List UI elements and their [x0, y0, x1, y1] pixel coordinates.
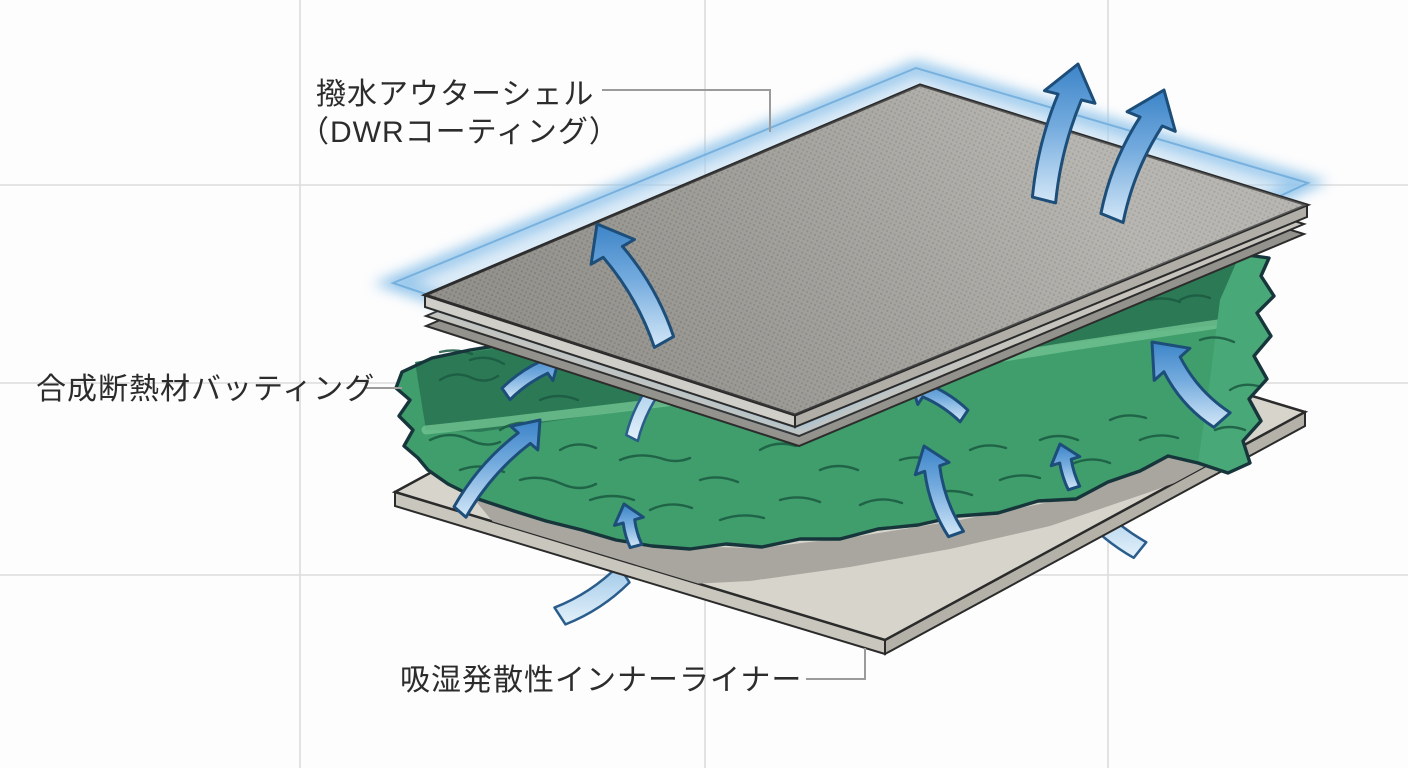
vapor-arrow: [613, 502, 645, 550]
vapor-arrow: [913, 444, 965, 539]
vapor-arrow: [1099, 88, 1177, 224]
labels: 撥水アウターシェル （DWRコーティング） 合成断熱材バッティング 吸湿発散性イ…: [36, 78, 802, 697]
label-insulation: 合成断熱材バッティング: [36, 373, 375, 406]
leader-lines: [366, 89, 866, 680]
shell-shading: [425, 85, 1307, 415]
leader-inner-liner: [806, 648, 866, 680]
insulation-shadow-band: [470, 440, 1243, 586]
vapor-arrow: [589, 222, 676, 349]
label-inner-liner: 吸湿発散性インナーライナー: [400, 664, 802, 697]
vapor-arrow: [1150, 340, 1232, 429]
vapor-arrow: [1049, 442, 1082, 492]
vapor-arrow: [1030, 62, 1097, 205]
outer-shell-layer: [373, 60, 1328, 448]
label-outer-shell-line2: （DWRコーティング）: [299, 116, 620, 149]
vapor-arrows-top: [589, 62, 1177, 349]
label-outer-shell-line1: 撥水アウターシェル: [316, 78, 594, 111]
vapor-arrow: [452, 418, 542, 519]
leader-outer-shell: [602, 89, 771, 132]
